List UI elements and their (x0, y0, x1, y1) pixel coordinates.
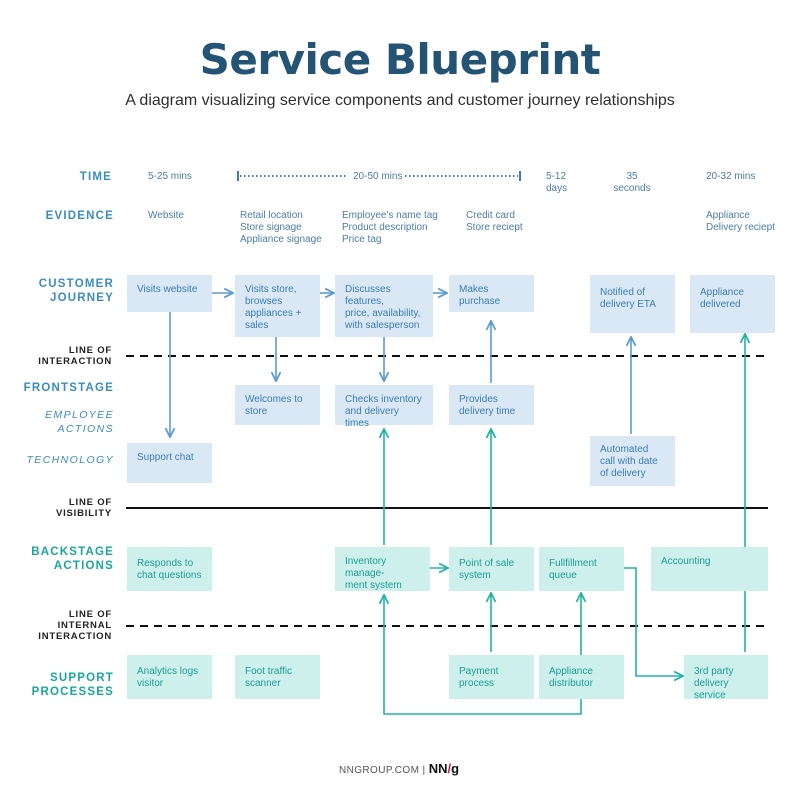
page-subtitle: A diagram visualizing service components… (125, 92, 675, 109)
footer-site-link[interactable]: NNGROUP.COM (339, 765, 420, 776)
evidence-website: Website (148, 210, 184, 221)
footer-attribution: NNGROUP.COM | NN/g (339, 761, 459, 776)
row-label-evidence: EVIDENCE (45, 210, 114, 222)
box-support-chat: Support chat (127, 443, 212, 483)
row-label-customer-journey: CUSTOMER JOURNEY (38, 278, 114, 304)
time-visit-website: 5-25 mins (148, 171, 192, 182)
box-makes-purchase: Makes purchase (449, 275, 534, 312)
box-inventory-system: Inventory manage-ment system (335, 547, 430, 591)
time-delivery: 20-32 mins (706, 171, 756, 182)
page-title: Service Blueprint (199, 35, 601, 84)
row-label-backstage-actions: BACKSTAGE ACTIONS (31, 546, 114, 572)
footer-separator: | (422, 765, 426, 776)
row-label-employee-actions: EMPLOYEE ACTIONS (45, 409, 114, 435)
line-label-internal-interaction: LINE OF INTERNAL INTERACTION (38, 609, 112, 642)
box-accounting: Accounting (651, 547, 768, 591)
line-label-visibility: LINE OF VISIBILITY (55, 497, 112, 519)
row-label-frontstage: FRONTSTAGE (23, 382, 114, 394)
time-in-store: 20-50 mins (350, 171, 406, 183)
box-visits-website: Visits website (127, 275, 212, 312)
nng-logo: NN/g (428, 761, 460, 776)
box-discusses-features: Discusses features,price, availability,w… (335, 275, 433, 337)
row-label-time: TIME (79, 171, 112, 183)
row-label-support-processes: SUPPORT PROCESSES (31, 672, 114, 698)
line-label-interaction: LINE OF INTERACTION (38, 345, 112, 367)
row-label-technology: TECHNOLOGY (26, 454, 114, 466)
